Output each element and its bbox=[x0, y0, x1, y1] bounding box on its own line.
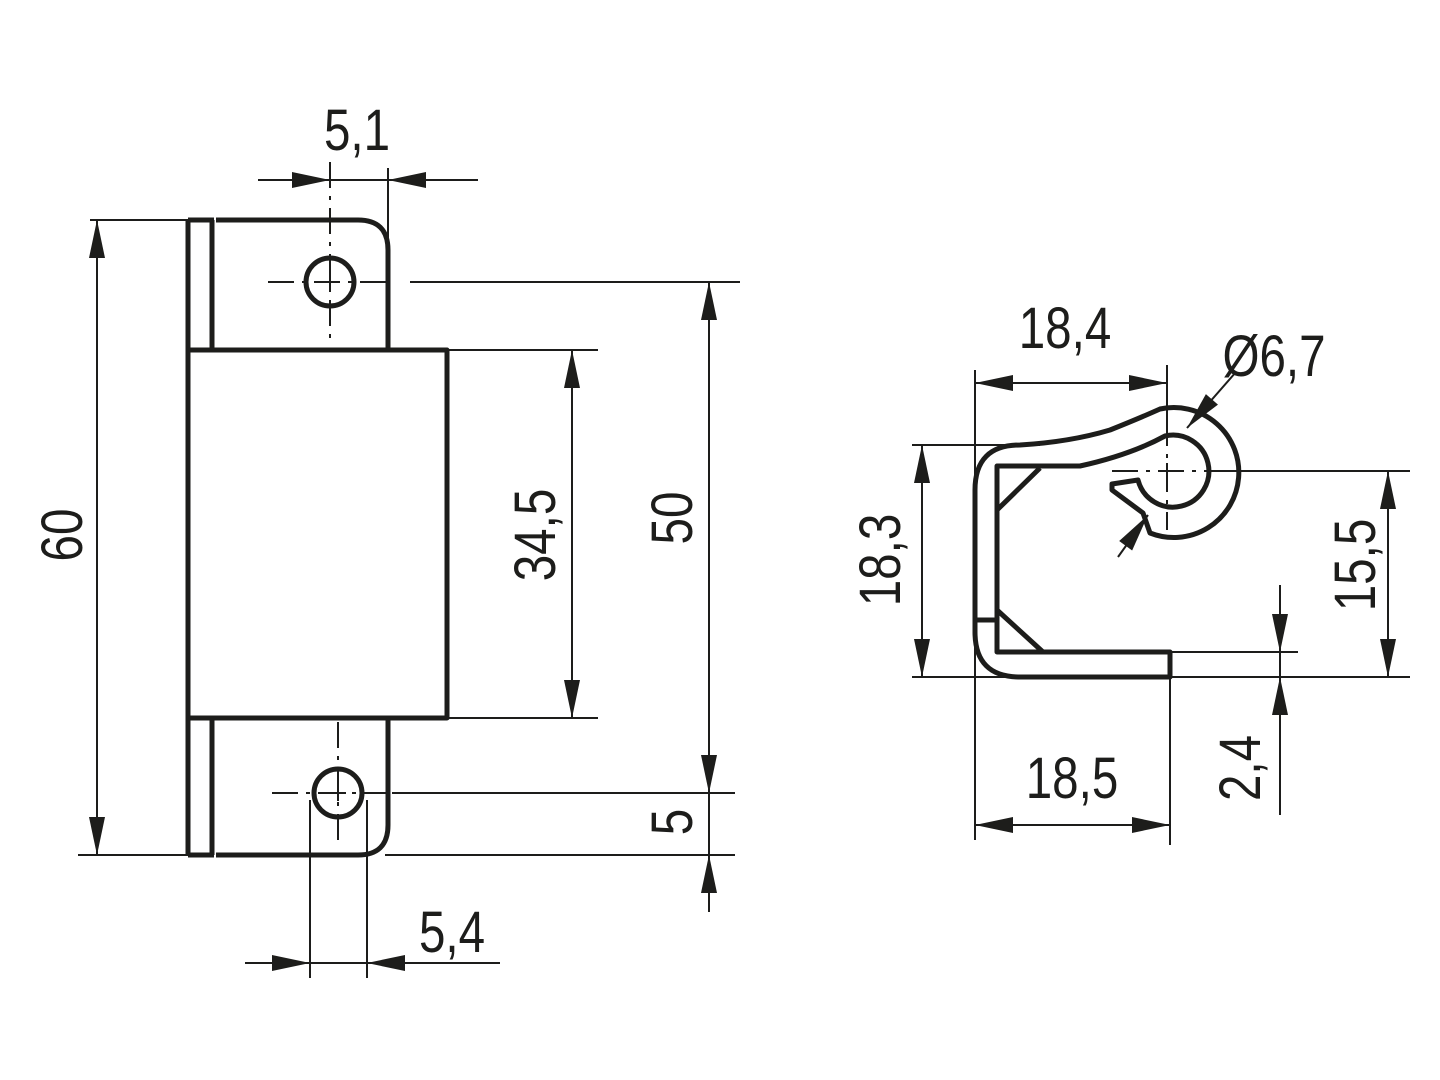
dim-18-5: 18,5 bbox=[1026, 747, 1119, 812]
dim-5-4: 5,4 bbox=[419, 901, 485, 966]
arrowhead bbox=[367, 955, 405, 971]
front-view: 60 5,1 34,5 50 5 5,4 bbox=[31, 99, 740, 978]
arrowhead bbox=[1187, 394, 1218, 428]
dim-5: 5 bbox=[641, 809, 706, 835]
arrowhead bbox=[914, 445, 930, 483]
centerlines bbox=[268, 162, 392, 840]
mounting-strip bbox=[185, 217, 215, 858]
arrowhead bbox=[1272, 677, 1288, 715]
dimension-lines bbox=[78, 168, 740, 978]
arrowhead bbox=[1380, 639, 1396, 677]
arrowhead bbox=[1119, 515, 1148, 551]
top-flange bbox=[216, 217, 391, 350]
arrowhead bbox=[564, 350, 580, 388]
hole-crosshairs bbox=[322, 274, 346, 801]
dimension-arrows bbox=[89, 172, 1396, 971]
arrowhead bbox=[564, 680, 580, 718]
arrowhead bbox=[1380, 471, 1396, 509]
arrowhead bbox=[89, 220, 105, 258]
arrowhead bbox=[701, 855, 717, 893]
side-view: 18,4 Ø6,7 18,3 15,5 2,4 18,5 bbox=[849, 297, 1410, 845]
arrowhead bbox=[914, 639, 930, 677]
bracket-bend-marks bbox=[975, 466, 1045, 654]
arrowhead bbox=[272, 955, 310, 971]
arrowhead bbox=[1132, 817, 1170, 833]
dim-60: 60 bbox=[31, 509, 96, 562]
arrowhead bbox=[701, 282, 717, 320]
dim-50: 50 bbox=[641, 492, 706, 545]
dim-5-1: 5,1 bbox=[324, 99, 390, 164]
arrowhead bbox=[1272, 614, 1288, 652]
dim-18-4: 18,4 bbox=[1019, 297, 1112, 362]
dim-15-5: 15,5 bbox=[1324, 519, 1389, 612]
arrowhead bbox=[701, 755, 717, 793]
dim-18-3: 18,3 bbox=[849, 514, 914, 607]
arrowhead bbox=[975, 817, 1013, 833]
dim-diameter-6-7: Ø6,7 bbox=[1222, 325, 1325, 390]
arrowhead bbox=[975, 375, 1013, 391]
bottom-flange bbox=[216, 718, 391, 858]
dim-34-5: 34,5 bbox=[504, 489, 569, 582]
arrowhead bbox=[89, 817, 105, 855]
hole-centerline bbox=[1112, 420, 1225, 530]
arrowhead bbox=[292, 172, 330, 188]
dim-2-4: 2,4 bbox=[1209, 735, 1274, 801]
body bbox=[185, 347, 450, 721]
bracket-outer-profile bbox=[972, 405, 1242, 680]
arrowhead bbox=[1129, 375, 1167, 391]
arrowhead bbox=[388, 172, 426, 188]
